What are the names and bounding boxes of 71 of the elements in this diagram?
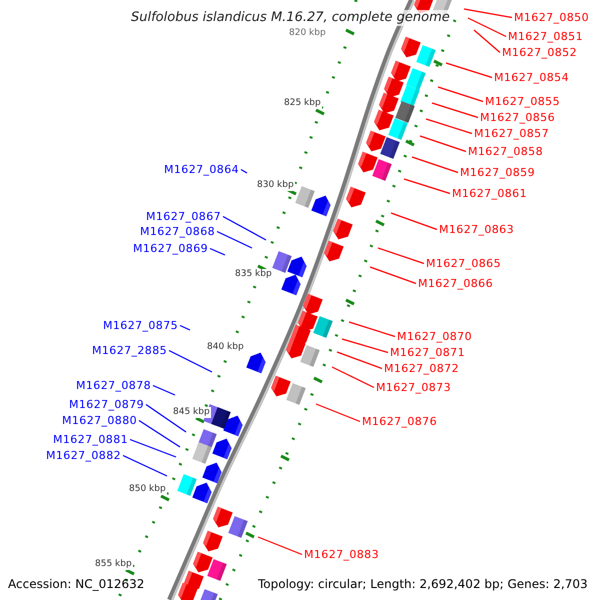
gene-label: M1627_0865 (426, 257, 501, 270)
leader-line (348, 321, 396, 338)
gene-label: M1627_0873 (376, 381, 451, 394)
gene-label: M1627_2885 (92, 344, 167, 357)
gene-label: M1627_0866 (418, 277, 493, 290)
leader-line (342, 338, 388, 354)
leader-line (404, 178, 450, 194)
gene-label: M1627_0881 (53, 433, 128, 446)
gene-label: M1627_0878 (76, 379, 151, 392)
gene-label: M1627_0857 (474, 127, 549, 140)
scale-label: 850 kbp (128, 484, 167, 495)
footer-text: Topology: circular; Length: 2,692,402 bp; Genes: 2,703 (258, 576, 588, 592)
scale-label: 825 kbp (283, 98, 322, 109)
leader-line (240, 168, 248, 174)
leader-line (130, 438, 176, 458)
leader-line (316, 403, 360, 422)
gene-label: M1627_0871 (390, 346, 465, 359)
gene-label: M1627_0868 (140, 225, 215, 238)
leader-line (390, 212, 438, 230)
scale-label: 835 kbp (234, 269, 273, 280)
gene-label: M1627_0855 (485, 95, 560, 108)
gene-label: M1627_0875 (103, 319, 178, 332)
scale-label: 820 kbp (288, 28, 327, 39)
leader-line (122, 454, 168, 477)
leader-line (426, 118, 472, 134)
leader-line (146, 404, 186, 432)
scale-label: 830 kbp (256, 180, 295, 191)
scale-label: 855 kbp (94, 559, 133, 570)
leader-line (438, 86, 484, 102)
leader-line (168, 350, 212, 373)
gene-label: M1627_0880 (62, 414, 137, 427)
leader-line (370, 266, 416, 284)
leader-line (474, 30, 500, 53)
leader-line (332, 366, 374, 388)
gene-label: M1627_0858 (468, 145, 543, 158)
gene-label: M1627_0867 (146, 210, 221, 223)
leader-line (378, 247, 424, 264)
leader-line (138, 420, 180, 448)
gene-label: M1627_0876 (362, 415, 437, 428)
gene-label: M1627_0872 (384, 362, 459, 375)
leader-line (180, 324, 190, 331)
leader-line (420, 135, 466, 152)
gene-label: M1627_0852 (502, 46, 577, 59)
leader-line (464, 8, 512, 18)
gene-label: M1627_0854 (494, 71, 569, 84)
gene-label: M1627_0863 (439, 223, 514, 236)
gene-label: M1627_0851 (508, 30, 583, 43)
leader-line (222, 216, 266, 241)
leader-line (216, 230, 252, 249)
leader-line (210, 248, 226, 256)
scale-label: 845 kbp (172, 407, 211, 418)
leader-line (336, 351, 382, 370)
leader-line (432, 102, 478, 118)
footer-text: Accession: NC_012632 (8, 576, 144, 592)
gene-label: M1627_0861 (452, 187, 527, 200)
leader-line (258, 536, 302, 556)
gene-label: M1627_0864 (164, 163, 239, 176)
leader-line (446, 62, 492, 78)
gene-label: M1627_0859 (460, 166, 535, 179)
gene-label: M1627_0856 (480, 111, 555, 124)
scale-label: 840 kbp (206, 342, 245, 353)
gene-label: M1627_0869 (133, 242, 208, 255)
gene-label: M1627_0850 (514, 11, 589, 24)
gene-label: M1627_0882 (46, 449, 121, 462)
leader-line (412, 156, 458, 174)
gene-label: M1627_0879 (69, 398, 144, 411)
gene-label: M1627_0870 (397, 330, 472, 343)
leader-line (468, 17, 506, 38)
gene-label: M1627_0883 (304, 548, 379, 561)
title: Sulfolobus islandicus M.16.27, complete genome (128, 10, 453, 26)
leader-line (152, 384, 176, 396)
